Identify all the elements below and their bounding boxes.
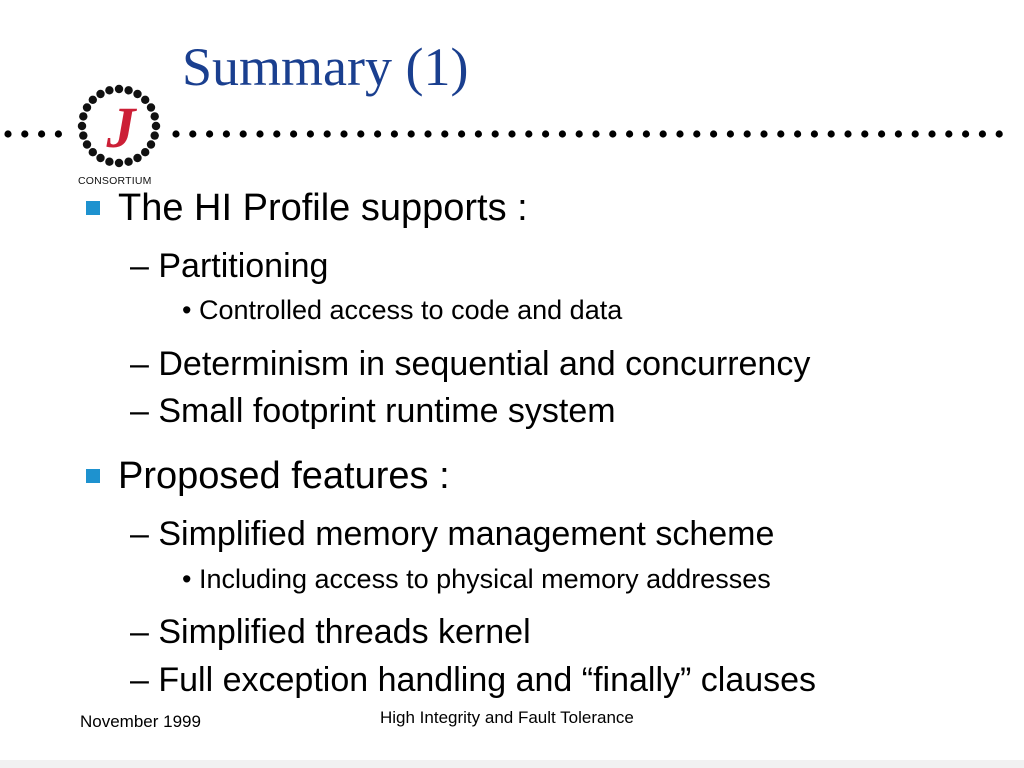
bottom-strip xyxy=(0,760,1024,768)
footer-date: November 1999 xyxy=(80,712,201,731)
sub-bullet-partitioning: – Partitioning xyxy=(130,247,329,285)
logo-letter: J xyxy=(106,95,138,160)
sub-bullet-determinism: – Determinism in sequential and concurre… xyxy=(130,345,811,383)
sub-sub-bullet-physical-memory: • Including access to physical memory ad… xyxy=(182,564,771,594)
bullet-2: Proposed features : xyxy=(118,455,450,497)
dotted-divider xyxy=(4,130,1003,138)
sub-sub-bullet-controlled-access: • Controlled access to code and data xyxy=(182,295,623,325)
sub-bullet-small-footprint: – Small footprint runtime system xyxy=(130,392,616,430)
footer-title: High Integrity and Fault Tolerance xyxy=(380,708,634,727)
bullet-square-icon xyxy=(86,469,100,483)
sub-bullet-memory-management: – Simplified memory management scheme xyxy=(130,515,775,553)
logo-text: CONSORTIUM xyxy=(78,175,152,187)
sub-bullet-threads-kernel: – Simplified threads kernel xyxy=(130,613,531,651)
slide-title: Summary (1) xyxy=(182,37,469,97)
bullet-1: The HI Profile supports : xyxy=(118,187,528,229)
consortium-logo-icon: J xyxy=(77,84,161,168)
sub-bullet-exception-handling: – Full exception handling and “finally” … xyxy=(130,661,817,699)
bullet-square-icon xyxy=(86,201,100,215)
